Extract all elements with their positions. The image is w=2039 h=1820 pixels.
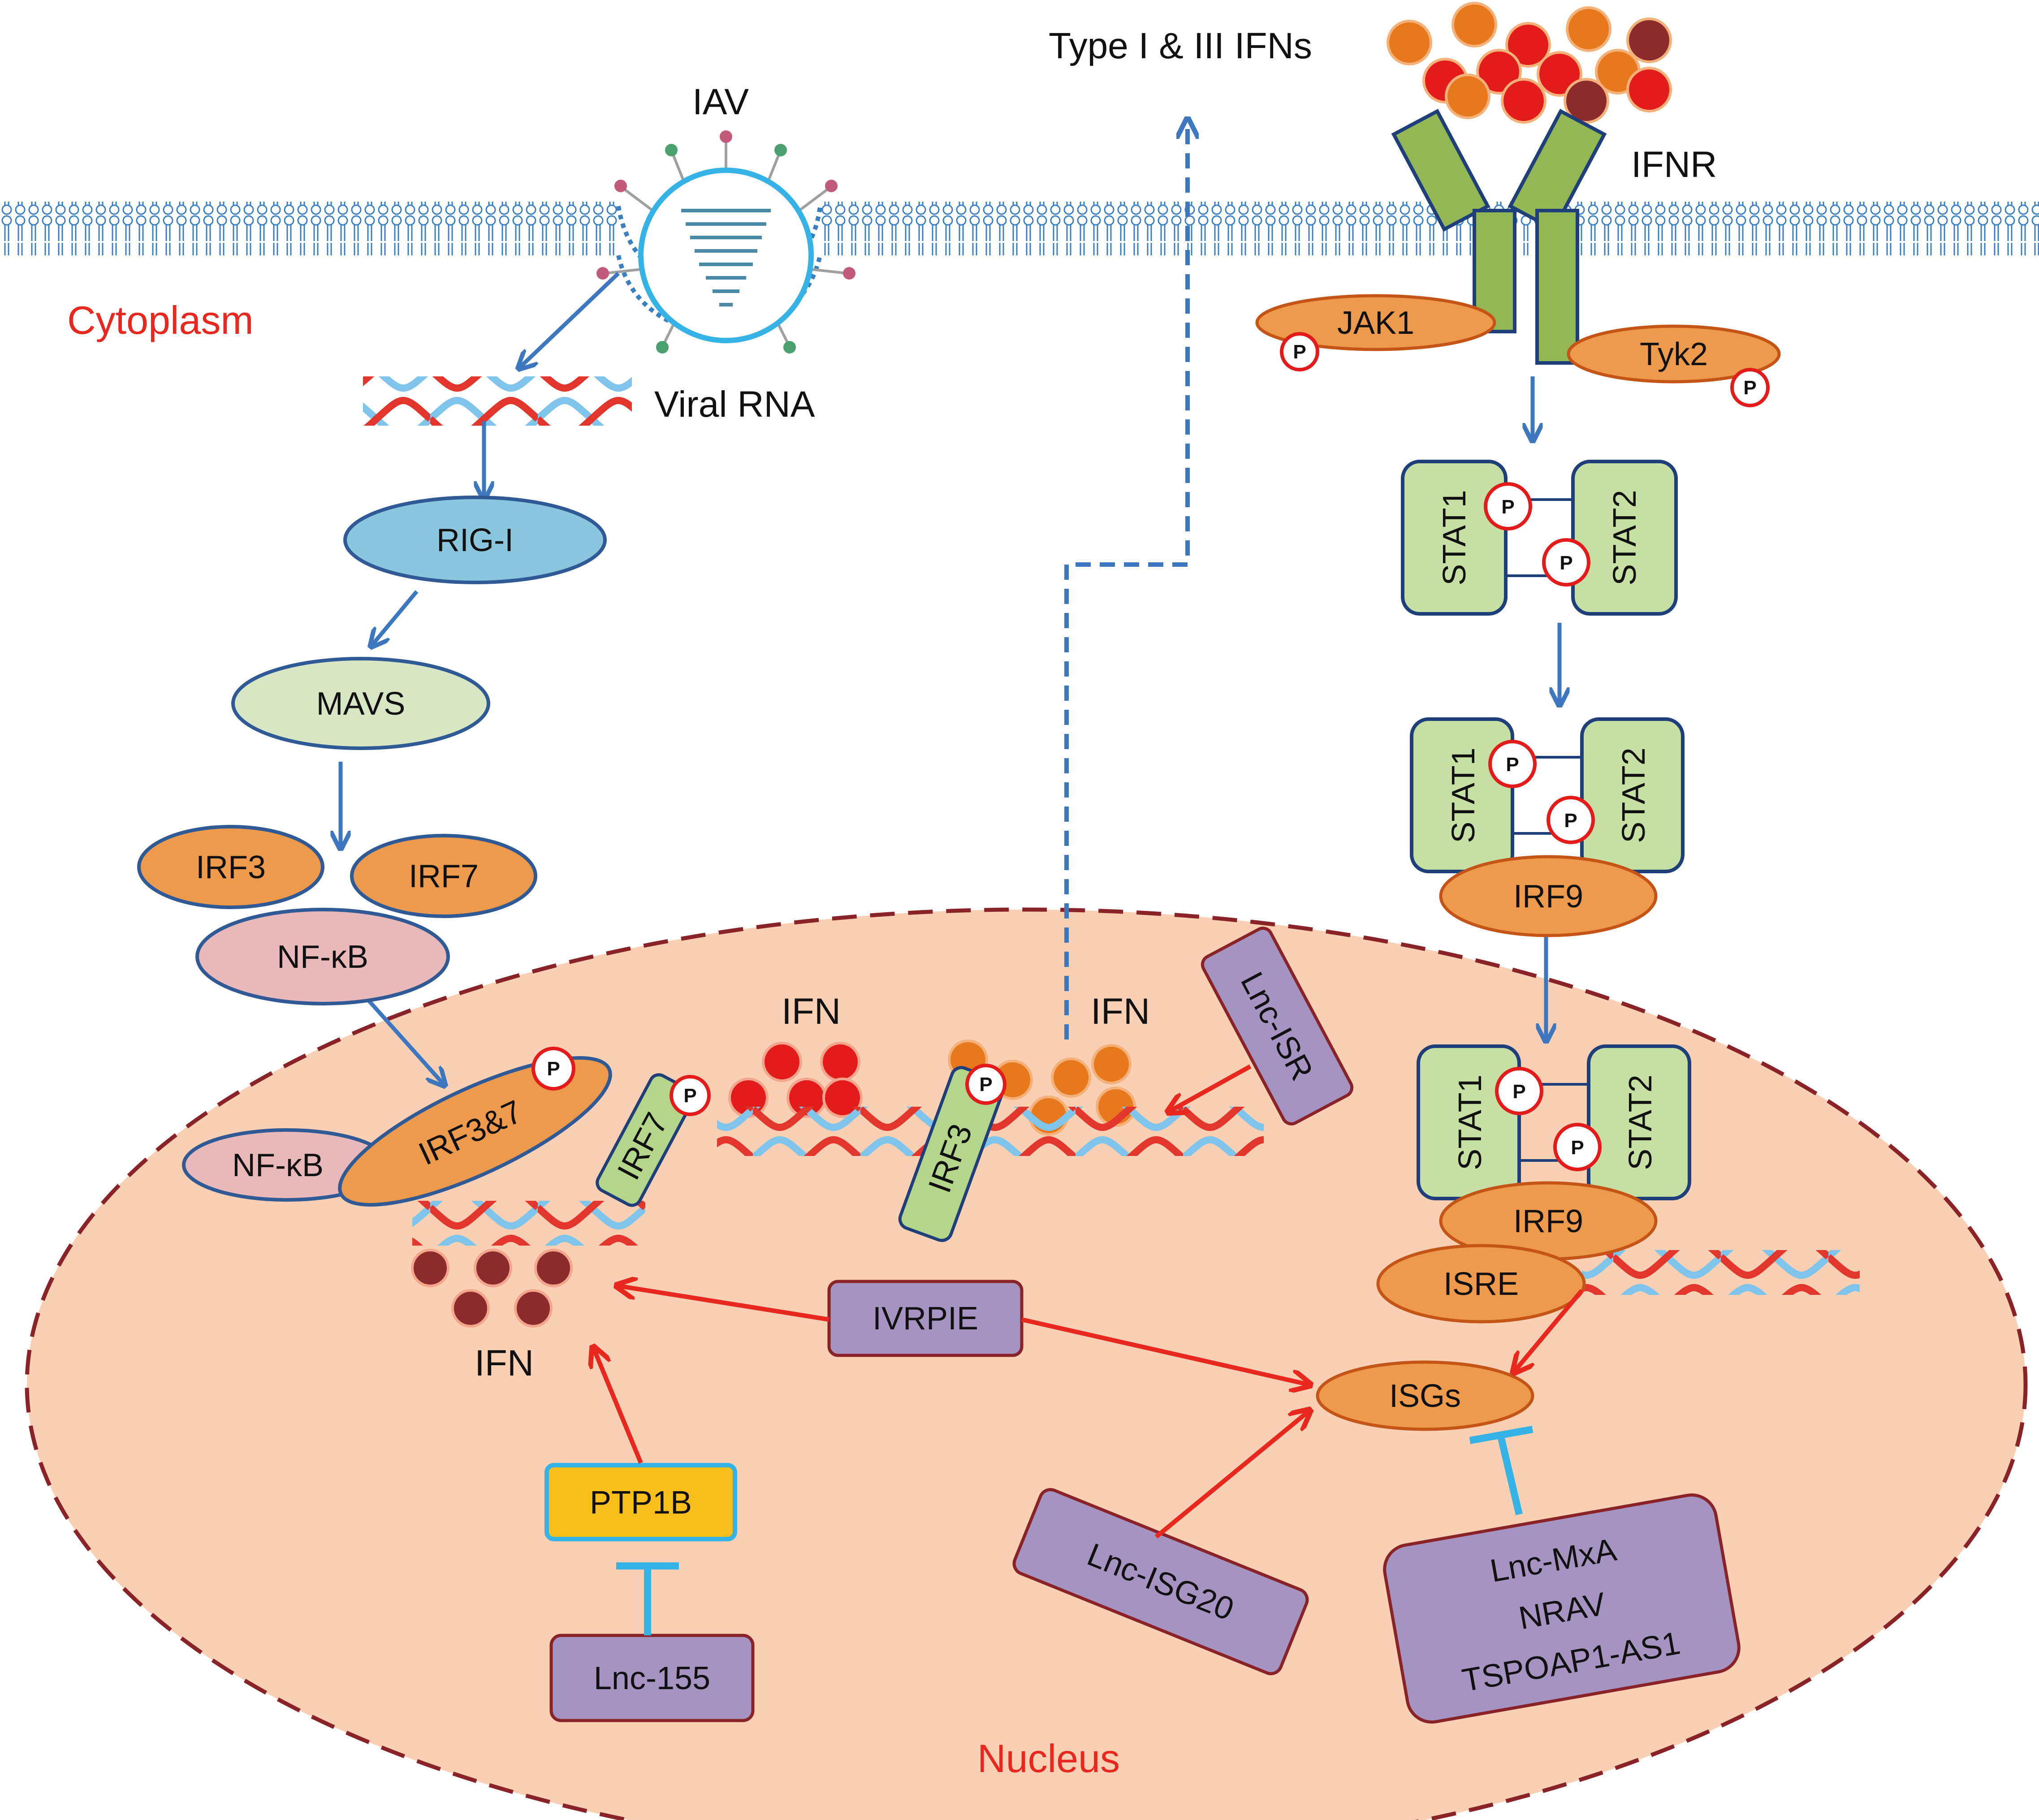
arrow-iav-to-rna	[520, 272, 620, 367]
isre	[1376, 1244, 1586, 1324]
ifnr-label: IFNR	[1631, 144, 1717, 185]
arrow-ivrpie-to-ifn	[618, 1286, 829, 1322]
ptp1b-label: PTP1B	[590, 1485, 692, 1521]
jak1	[1255, 294, 1496, 351]
cell-membrane-right	[820, 202, 2039, 255]
irf7-cyto-label: IRF7	[409, 858, 479, 894]
arrow-isre-to-isgs	[1515, 1289, 1584, 1371]
nucleus	[25, 907, 2027, 1820]
irf3-phospho-icon	[965, 1064, 1007, 1105]
phospho-label: P	[547, 1058, 560, 1080]
svg-text:STAT1: STAT1	[1437, 490, 1473, 585]
svg-text:P: P	[1571, 1137, 1584, 1159]
isgs-label: ISGs	[1389, 1378, 1461, 1414]
arrow-lncisg20-to-isgs	[1154, 1411, 1309, 1539]
rig-i	[343, 496, 607, 584]
mavs-label: MAVS	[316, 686, 406, 722]
irf7-nuclear: IRF7	[596, 1073, 696, 1207]
arrow-nfkb-to-nucleus	[366, 997, 444, 1084]
ifn-label-orange: IFN	[1091, 991, 1150, 1032]
irf3-cyto-label: IRF3	[196, 850, 266, 885]
arrow-ivrpie-to-isgs	[1021, 1317, 1309, 1384]
irf3-7-phospho-icon	[531, 1047, 575, 1091]
svg-text:STAT2: STAT2	[1623, 1074, 1659, 1170]
arrow-ptp1b-to-ifn	[594, 1349, 643, 1464]
cytoplasm-label: Cytoplasm	[67, 298, 254, 342]
isre-dna	[1582, 1250, 1860, 1295]
phospho-label: P	[979, 1074, 992, 1095]
isre-label: ISRE	[1443, 1266, 1519, 1302]
tyk2-label: Tyk2	[1640, 336, 1708, 372]
svg-text:IRF9: IRF9	[1513, 1203, 1583, 1239]
nfkb-cyto	[195, 908, 450, 1005]
nfkb-nuclear-label: NF-κB	[232, 1147, 324, 1183]
lnc-155	[549, 1634, 755, 1722]
svg-text:P: P	[1506, 754, 1519, 776]
irf-dna	[412, 1201, 645, 1246]
arrow-lncisr-to-ifn	[1170, 1064, 1252, 1111]
svg-text:IRF9: IRF9	[1513, 879, 1583, 914]
jak1-label: JAK1	[1337, 305, 1414, 341]
ptp1b	[544, 1463, 737, 1541]
tyk2	[1567, 324, 1781, 384]
tyk2-phospho-icon	[1730, 368, 1770, 407]
svg-text:P: P	[1501, 496, 1514, 518]
svg-text:STAT1: STAT1	[1452, 1074, 1488, 1170]
ifn-label-red: IFN	[782, 991, 841, 1032]
isgf3-nuclear-complex: STAT1 STAT2 P P IRF9	[1417, 1044, 1691, 1261]
stat-irf9-complex-cyto: STAT1 STAT2 P P IRF9	[1410, 717, 1685, 937]
viral-rna-label: Viral RNA	[654, 384, 815, 425]
inhibit-lncgroup-isgs	[1498, 1437, 1523, 1515]
iav-virus	[596, 130, 855, 354]
viral-rna-strand	[363, 376, 632, 426]
irf7-cyto	[350, 834, 537, 918]
svg-text:P: P	[1559, 552, 1572, 574]
rig-i-label: RIG-I	[436, 522, 514, 558]
irf3-7-complex	[338, 1056, 612, 1207]
nucleus-label: Nucleus	[977, 1736, 1120, 1781]
svg-text:P: P	[1564, 810, 1577, 832]
ivrpie-label: IVRPIE	[873, 1301, 978, 1337]
phospho-label: P	[1293, 341, 1306, 363]
ifn-label-darkred: IFN	[475, 1343, 534, 1384]
iav-label: IAV	[692, 82, 749, 122]
svg-text:P: P	[1512, 1081, 1525, 1103]
irf7-phospho-icon	[670, 1075, 711, 1116]
irf3-cyto	[137, 825, 324, 909]
extracellular-ifn-cluster	[1387, 2, 1672, 124]
cell-membrane-left	[0, 202, 618, 255]
phospho-label: P	[1743, 377, 1756, 399]
ifn-darkred-cluster	[411, 1249, 573, 1328]
lnc-mxa-group: Lnc-MxA NRAV TSPOAP1-AS1	[1383, 1493, 1741, 1724]
arrow-rigi-to-mavs	[372, 590, 419, 645]
svg-text:STAT2: STAT2	[1616, 747, 1652, 843]
jak1-phospho-icon	[1280, 332, 1319, 371]
svg-text:STAT2: STAT2	[1607, 490, 1643, 585]
svg-text:STAT1: STAT1	[1446, 747, 1482, 843]
nfkb-cyto-label: NF-κB	[277, 939, 368, 975]
type-ifns-label: Type I & III IFNs	[1049, 26, 1312, 66]
isgs	[1316, 1360, 1534, 1431]
phospho-label: P	[683, 1085, 696, 1107]
stat-dimer-1: STAT1 STAT2 P P	[1401, 460, 1678, 616]
mavs	[231, 657, 490, 750]
lnc-155-label: Lnc-155	[594, 1660, 710, 1696]
ifn-export-dashed-arrow	[1064, 121, 1188, 1039]
